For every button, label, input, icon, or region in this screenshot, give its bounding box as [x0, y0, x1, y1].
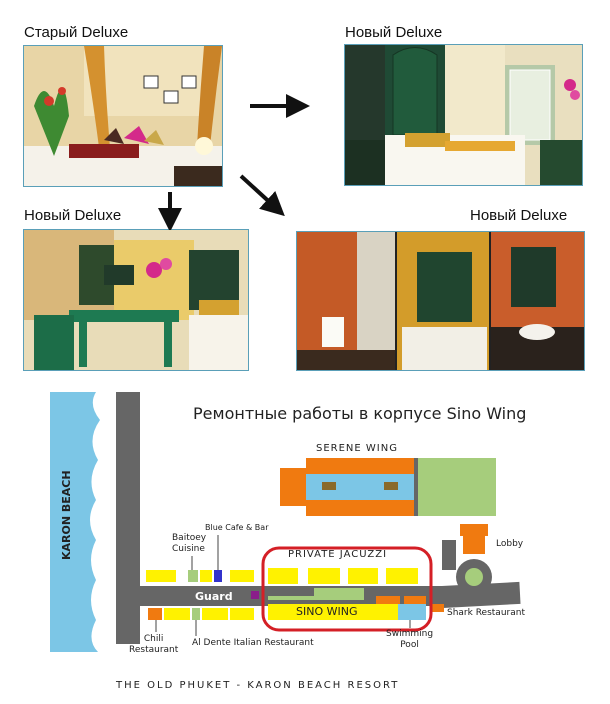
shark-restaurant-label: Shark Restaurant — [447, 608, 525, 618]
serene-wing-label: SERENE WING — [316, 443, 398, 454]
blue-cafe-label: Blue Cafe & Bar — [205, 523, 269, 532]
private-jacuzzi-label: PRIVATE JACUZZI — [288, 549, 388, 560]
blue-cafe-marker — [214, 570, 222, 582]
lobby-label: Lobby — [496, 539, 524, 549]
old-deluxe-label: Старый Deluxe — [24, 24, 129, 41]
chili-label: Chili Restaurant — [129, 634, 179, 655]
al-dente-label: Al Dente Italian Restaurant — [192, 638, 314, 648]
new-deluxe-photo-right — [296, 231, 585, 371]
map-title: Ремонтные работы в корпусе Sino Wing — [193, 404, 527, 423]
new-deluxe-label-top: Новый Deluxe — [345, 24, 443, 41]
arrow-diagonal — [239, 174, 285, 217]
shark-marker — [432, 604, 444, 612]
serene-garden — [414, 458, 496, 516]
sea-area — [50, 392, 100, 652]
baitoey-marker — [188, 570, 198, 582]
swimming-pool — [398, 604, 426, 620]
baitoey-label: Baitoey Cuisine — [172, 533, 207, 554]
guard-marker — [251, 591, 259, 599]
sino-wing-highlight — [261, 546, 433, 632]
new-deluxe-photo-top — [344, 44, 583, 186]
resort-map: Ремонтные работы в корпусе Sino Wing KAR… — [0, 390, 610, 704]
sino-wing-building — [268, 604, 398, 620]
new-deluxe-label-left: Новый Deluxe — [24, 207, 122, 224]
new-deluxe-photo-left — [23, 229, 249, 371]
karon-beach-label: KARON BEACH — [60, 470, 73, 560]
serene-wing-top — [306, 458, 414, 474]
road-vertical — [116, 392, 140, 644]
new-deluxe-label-right: Новый Deluxe — [470, 207, 568, 224]
sino-wing-label: SINO WING — [296, 605, 358, 618]
swimming-pool-label: Swimming Pool — [386, 629, 434, 650]
old-deluxe-photo — [23, 45, 223, 187]
lobby-building — [460, 524, 488, 536]
resort-footer: THE OLD PHUKET - KARON BEACH RESORT — [116, 680, 400, 691]
arrows — [158, 94, 310, 230]
guard-label: Guard — [195, 590, 233, 603]
al-dente-marker — [192, 608, 200, 620]
chili-marker — [148, 608, 162, 620]
serene-wing-bottom — [306, 500, 414, 516]
